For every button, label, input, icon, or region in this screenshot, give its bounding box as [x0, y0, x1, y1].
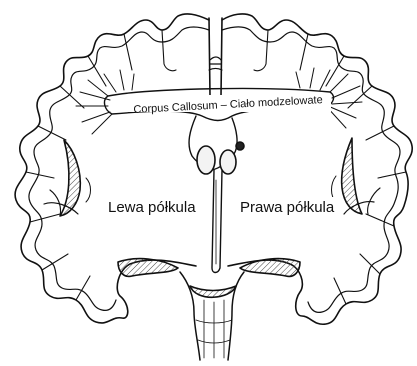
right-hemisphere-outline	[222, 14, 412, 324]
right-hemisphere-label: Prawa półkula	[240, 199, 335, 216]
left-hemisphere-outline	[15, 14, 209, 323]
brainstem	[180, 272, 244, 360]
left-hemisphere-label: Lewa półkula	[108, 199, 196, 216]
third-ventricle	[212, 170, 222, 273]
right-lateral-sulcus	[342, 138, 362, 214]
